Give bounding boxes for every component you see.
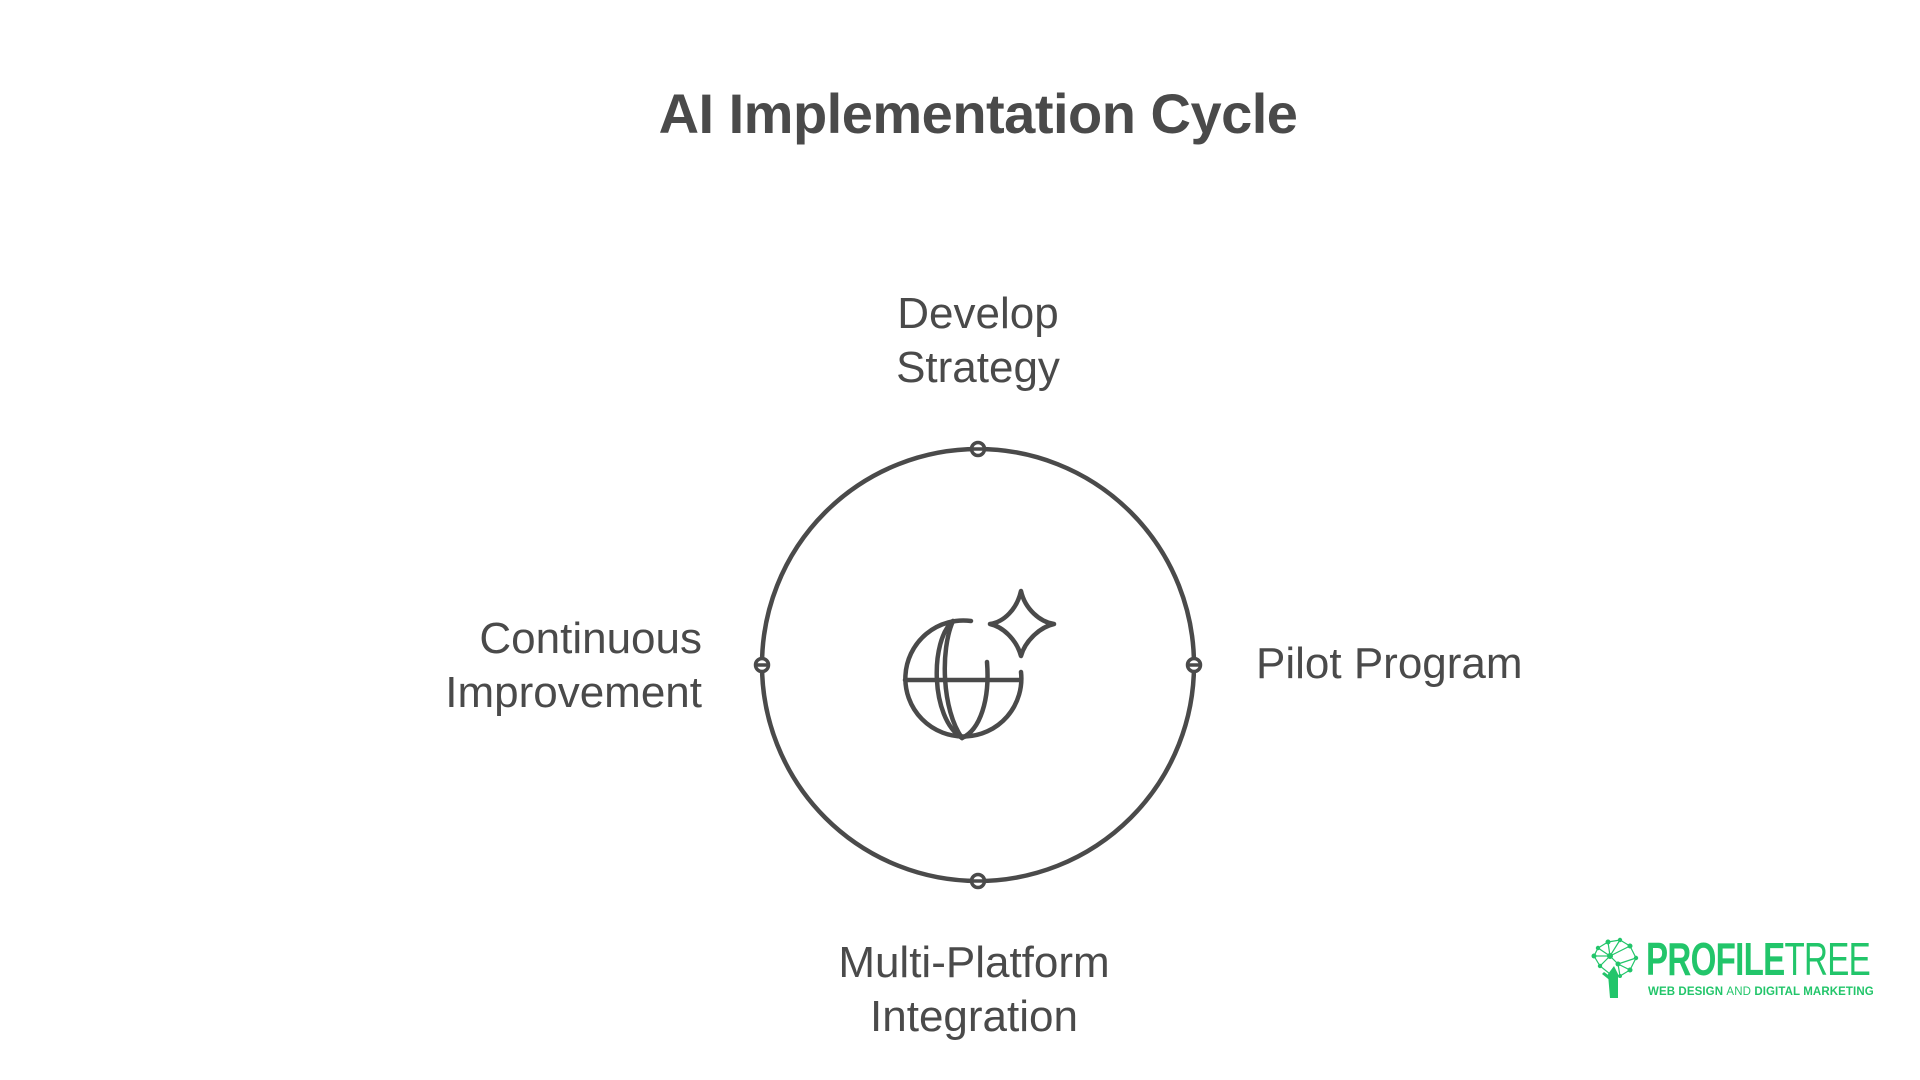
marker-top	[969, 440, 987, 458]
stage-label-continuous-improvement: Continuous Improvement	[445, 612, 702, 720]
stage-label-pilot-program: Pilot Program	[1256, 637, 1523, 691]
logo-tagline-part2: AND	[1726, 986, 1755, 998]
marker-left	[753, 656, 771, 674]
cycle-ring	[759, 446, 1197, 884]
profiletree-logo: PROFILETREE WEB DESIGN AND DIGITAL MARKE…	[1588, 934, 1888, 1000]
stage-label-multi-platform-integration: Multi-Platform Integration	[774, 936, 1174, 1044]
stage-label-line: Integration	[870, 992, 1078, 1041]
marker-bottom	[969, 872, 987, 890]
logo-tagline-part3: DIGITAL MARKETING	[1754, 986, 1874, 998]
stage-label-line: Pilot Program	[1256, 639, 1523, 688]
stage-label-develop-strategy: Develop Strategy	[778, 287, 1178, 395]
logo-wordmark: PROFILETREE	[1646, 933, 1871, 985]
stage-label-line: Multi-Platform	[838, 938, 1110, 987]
stage-label-line: Strategy	[896, 343, 1060, 392]
cycle-markers	[753, 440, 1203, 890]
logo-tagline: WEB DESIGN AND DIGITAL MARKETING	[1648, 986, 1874, 998]
logo-name-bold: PROFILE	[1646, 933, 1785, 985]
stage-label-line: Improvement	[445, 668, 702, 717]
logo-name-light: TREE	[1784, 933, 1870, 985]
globe-sparkle-icon	[902, 588, 1057, 741]
stage-label-line: Continuous	[479, 614, 702, 663]
logo-tagline-part1: WEB DESIGN	[1648, 986, 1727, 998]
stage-label-line: Develop	[897, 289, 1059, 338]
page-title: AI Implementation Cycle	[658, 82, 1298, 145]
logo-tree-icon	[1591, 937, 1639, 998]
marker-right	[1185, 656, 1203, 674]
